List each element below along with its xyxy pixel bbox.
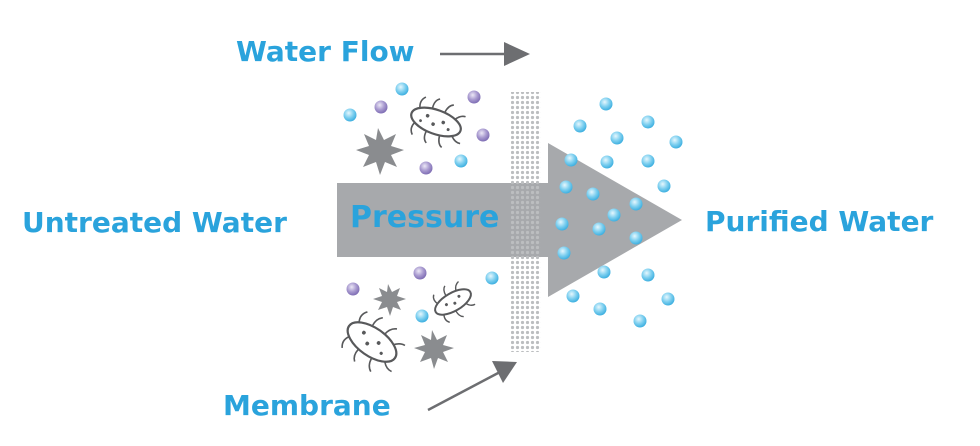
water-molecule-icon <box>415 309 429 323</box>
pressure-label: Pressure <box>350 200 500 235</box>
water-molecule-icon <box>633 314 647 328</box>
contaminant-molecule-icon <box>346 282 360 296</box>
water-molecule-icon <box>573 119 587 133</box>
water-molecule-icon <box>629 197 643 211</box>
untreated-water-label: Untreated Water <box>22 206 287 239</box>
water-flow-label: Water Flow <box>236 35 415 68</box>
water-molecule-icon <box>610 131 624 145</box>
water-molecule-icon <box>593 302 607 316</box>
water-molecule-icon <box>657 179 671 193</box>
bacteria-icon <box>410 96 466 149</box>
water-molecule-icon <box>607 208 621 222</box>
water-molecule-icon <box>599 97 613 111</box>
water-molecule-icon <box>395 82 409 96</box>
pressure-arrow <box>337 143 682 297</box>
contaminant-molecule-icon <box>374 100 388 114</box>
water-flow-arrow-icon <box>440 42 530 66</box>
contaminant-molecule-icon <box>476 128 490 142</box>
splat-particle-icon <box>373 284 406 316</box>
bacteria-icon <box>432 280 476 324</box>
water-molecule-icon <box>592 222 606 236</box>
membrane-icon <box>511 92 541 352</box>
membrane-label: Membrane <box>223 389 391 422</box>
water-molecule-icon <box>597 265 611 279</box>
water-molecule-icon <box>586 187 600 201</box>
water-molecule-icon <box>555 217 569 231</box>
contaminant-molecule-icon <box>467 90 481 104</box>
splat-particle-icon <box>414 330 454 369</box>
water-molecule-icon <box>629 231 643 245</box>
water-molecule-icon <box>343 108 357 122</box>
contaminant-molecule-icon <box>419 161 433 175</box>
contaminant-molecule-icon <box>413 266 427 280</box>
water-molecule-icon <box>641 268 655 282</box>
water-molecule-icon <box>566 289 580 303</box>
membrane-pointer-arrow-icon <box>427 361 517 412</box>
bacteria-icon <box>341 311 406 373</box>
water-molecule-icon <box>557 246 571 260</box>
water-molecule-icon <box>559 180 573 194</box>
purified-water-label: Purified Water <box>705 205 934 238</box>
water-molecule-icon <box>600 155 614 169</box>
water-molecule-icon <box>641 115 655 129</box>
water-molecule-icon <box>669 135 683 149</box>
water-molecule-icon <box>564 153 578 167</box>
water-molecule-icon <box>485 271 499 285</box>
water-molecule-icon <box>641 154 655 168</box>
splat-particle-icon <box>356 128 404 175</box>
water-molecule-icon <box>454 154 468 168</box>
water-molecule-icon <box>661 292 675 306</box>
